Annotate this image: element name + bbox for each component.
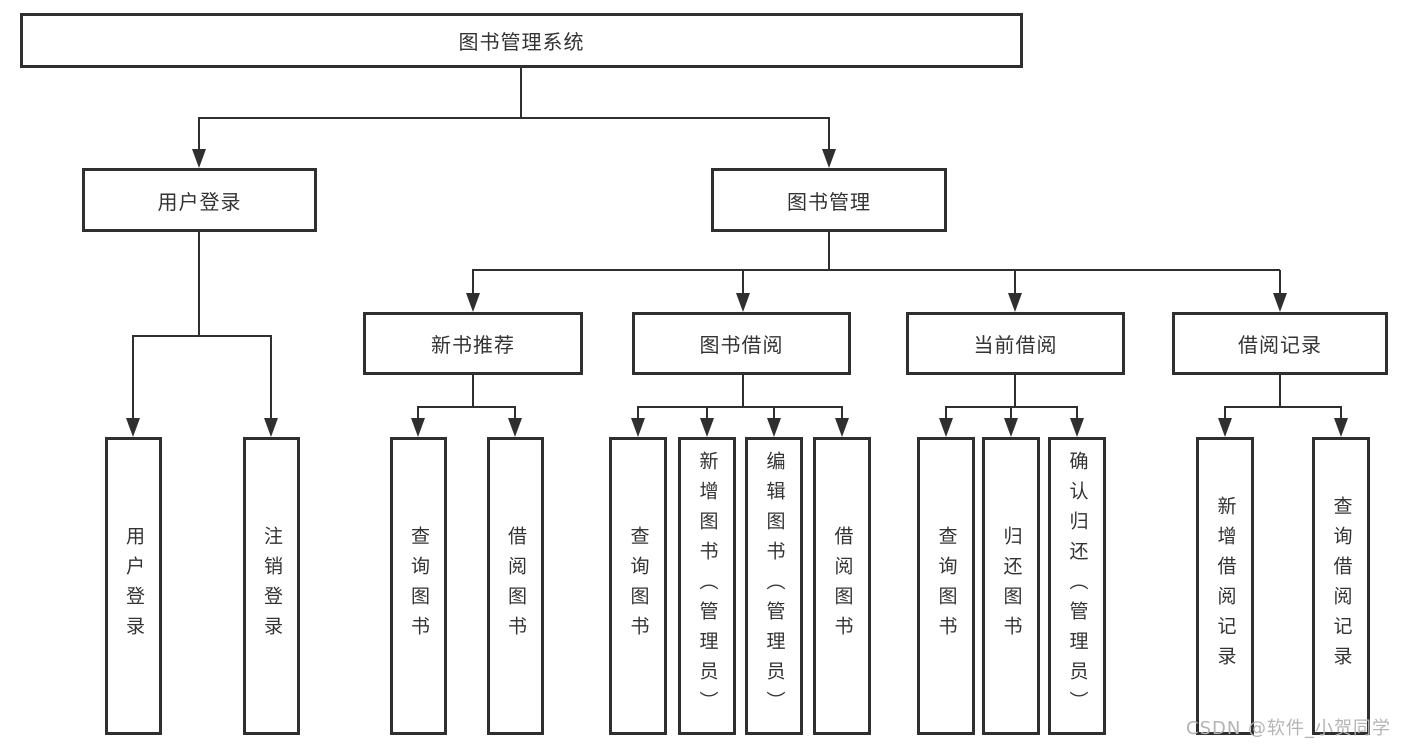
arrow-down-icon [822, 149, 836, 168]
connector-line [1340, 407, 1342, 418]
connector-line [132, 336, 134, 418]
connector-line [706, 407, 708, 418]
connector-line [637, 407, 639, 418]
arrow-down-icon [126, 418, 140, 437]
connector-line [742, 375, 744, 407]
arrow-down-icon [767, 418, 781, 437]
arrow-down-icon [939, 418, 953, 437]
leaf-edit-books-admin: 编辑图书（管理员） [745, 437, 803, 735]
connector-line [1224, 406, 1342, 408]
connector-line [1014, 375, 1016, 407]
leaf-query-borrow-record: 查询借阅记录 [1312, 437, 1370, 735]
arrow-down-icon [835, 418, 849, 437]
arrow-down-icon [466, 293, 480, 312]
connector-line [472, 270, 474, 293]
arrow-down-icon [700, 418, 714, 437]
arrow-down-icon [1334, 418, 1348, 437]
leaf-query-books-current: 查询图书 [917, 437, 975, 735]
arrow-down-icon [736, 293, 750, 312]
connector-line [132, 335, 272, 337]
connector-line [520, 68, 522, 118]
leaf-return-books: 归还图书 [982, 437, 1040, 735]
connector-line [417, 407, 419, 418]
arrow-down-icon [264, 418, 278, 437]
connector-line [514, 407, 516, 418]
leaf-add-borrow-record: 新增借阅记录 [1196, 437, 1254, 735]
arrow-down-icon [1218, 418, 1232, 437]
connector-line [742, 270, 744, 293]
arrow-down-icon [1004, 418, 1018, 437]
leaf-query-books-recommend: 查询图书 [390, 437, 447, 735]
node-book-management: 图书管理 [711, 168, 947, 232]
connector-line [828, 232, 830, 270]
leaf-user-login: 用户登录 [105, 437, 162, 735]
node-new-book-recommend: 新书推荐 [363, 312, 583, 375]
connector-line [637, 406, 843, 408]
connector-line [1279, 375, 1281, 407]
connector-line [1010, 407, 1012, 418]
connector-line [198, 117, 830, 119]
arrow-down-icon [1008, 293, 1022, 312]
arrow-down-icon [1273, 293, 1287, 312]
connector-line [472, 269, 1280, 271]
connector-line [1014, 270, 1016, 293]
leaf-add-books-admin: 新增图书（管理员） [678, 437, 736, 735]
node-borrowing-records: 借阅记录 [1172, 312, 1388, 375]
node-current-borrowing: 当前借阅 [906, 312, 1125, 375]
leaf-query-books-borrowing: 查询图书 [609, 437, 667, 735]
connector-line [945, 407, 947, 418]
arrow-down-icon [1070, 418, 1084, 437]
connector-line [1279, 270, 1281, 293]
arrow-down-icon [192, 149, 206, 168]
connector-line [270, 336, 272, 418]
connector-line [841, 407, 843, 418]
connector-line [1076, 407, 1078, 418]
leaf-logout: 注销登录 [243, 437, 300, 735]
arrow-down-icon [508, 418, 522, 437]
arrow-down-icon [411, 418, 425, 437]
connector-line [198, 118, 200, 150]
leaf-borrow-books: 借阅图书 [813, 437, 871, 735]
connector-line [417, 406, 516, 408]
connector-line [773, 407, 775, 418]
connector-line [472, 375, 474, 407]
node-book-borrowing: 图书借阅 [632, 312, 851, 375]
node-user-login: 用户登录 [82, 168, 317, 232]
leaf-borrow-books-recommend: 借阅图书 [487, 437, 544, 735]
node-root-library-system: 图书管理系统 [20, 13, 1023, 68]
connector-line [198, 232, 200, 336]
arrow-down-icon [631, 418, 645, 437]
connector-line [1224, 407, 1226, 418]
leaf-confirm-return-admin: 确认归还（管理员） [1048, 437, 1106, 735]
csdn-watermark: CSDN @软件_小贺同学 [1186, 718, 1392, 739]
connector-line [828, 118, 830, 150]
